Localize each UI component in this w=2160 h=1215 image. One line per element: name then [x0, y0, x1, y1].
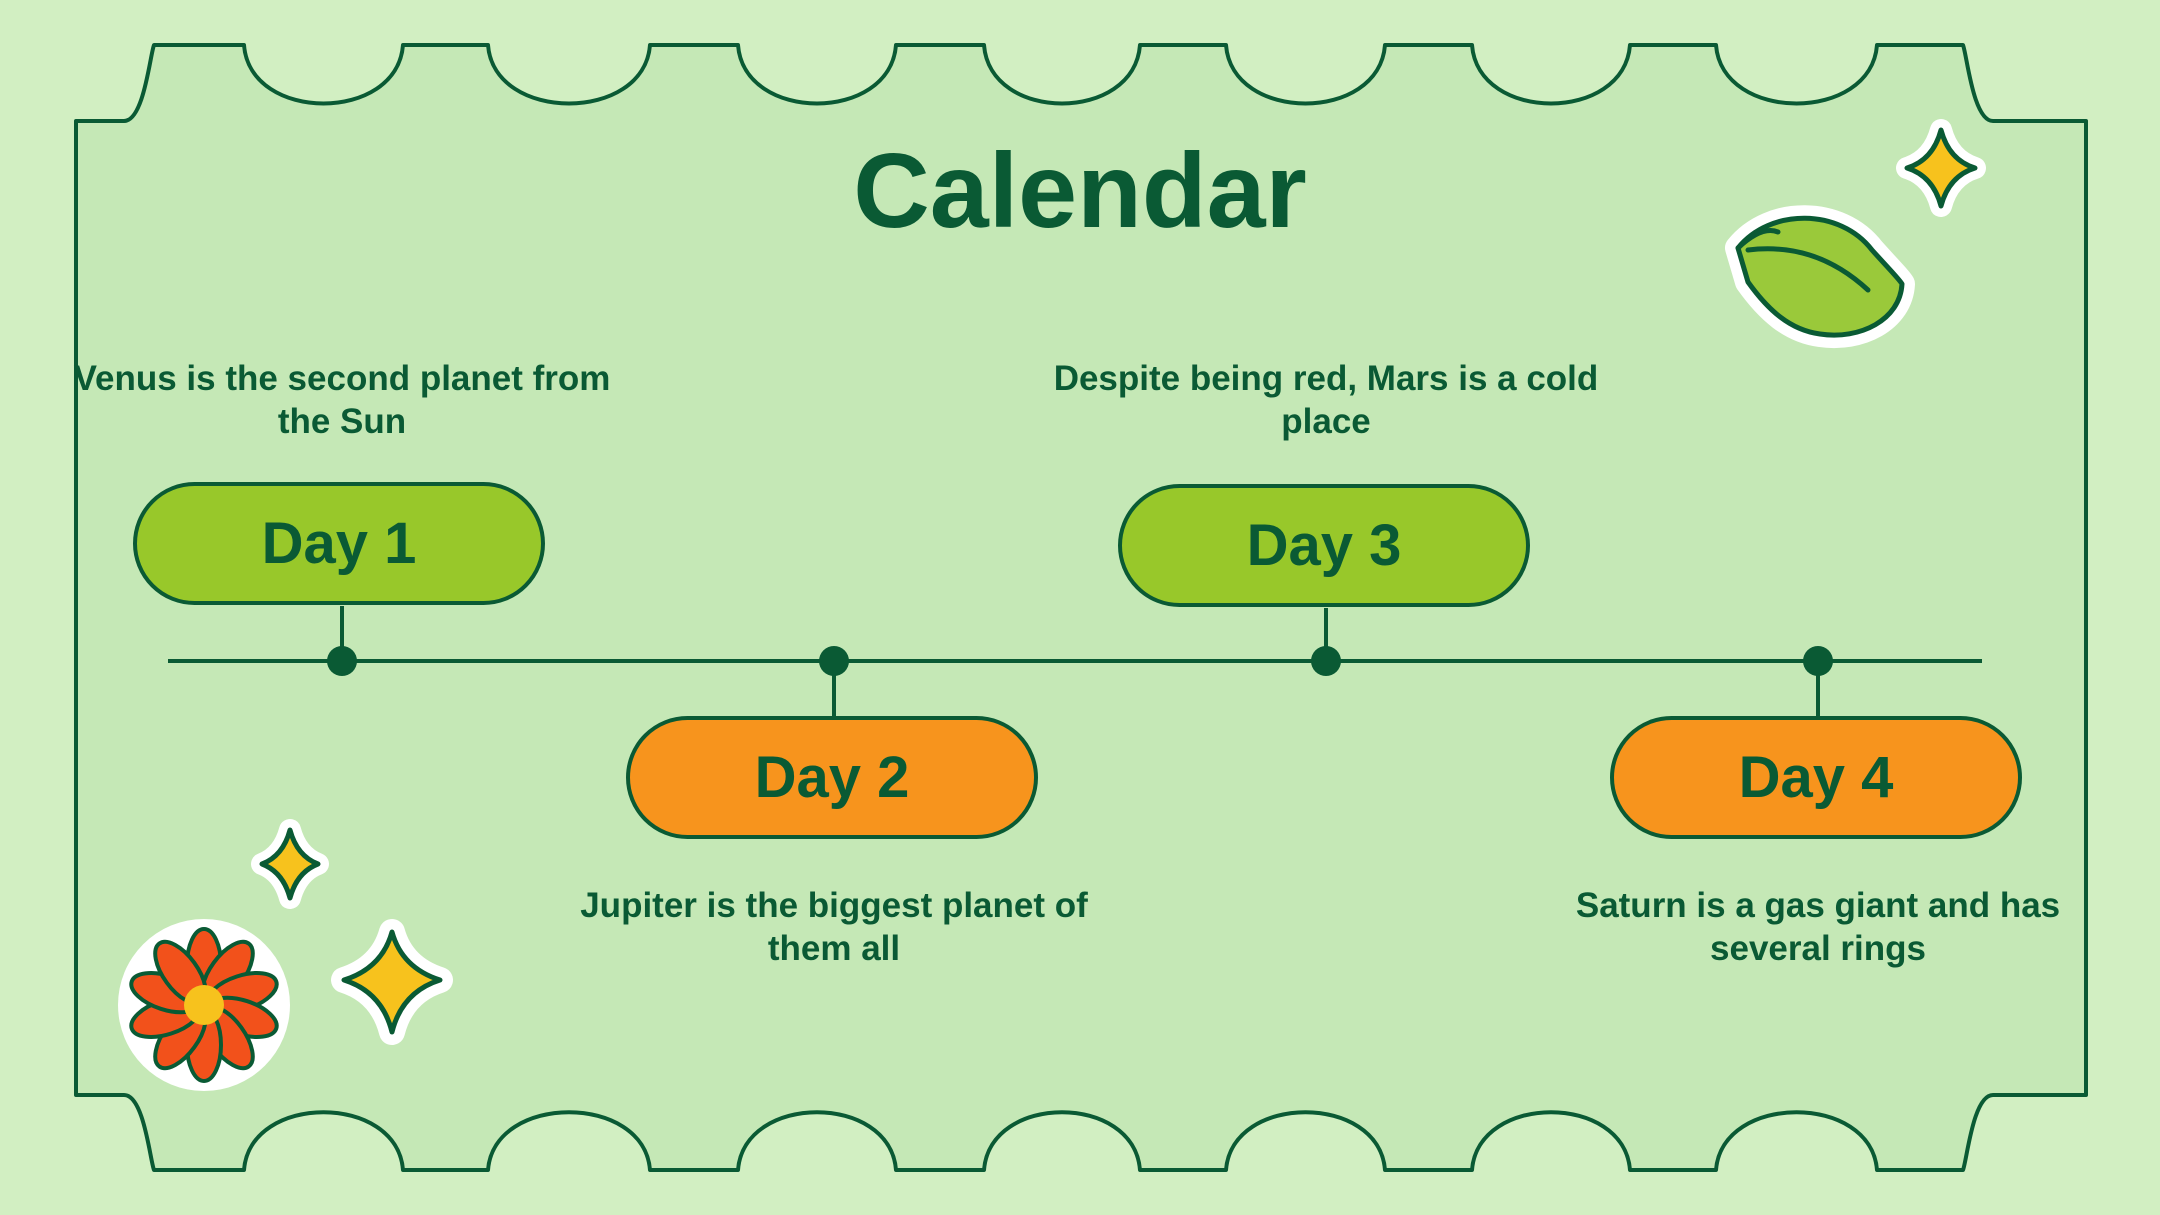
page-title: Calendar [853, 132, 1307, 250]
day-1-description: Venus is the second planet from the Sun [73, 359, 611, 441]
timeline-dot-day-3 [1311, 646, 1341, 676]
flower-center [184, 985, 224, 1025]
day-2-pill: Day 2 [626, 716, 1038, 839]
day-3-description: Despite being red, Mars is a cold place [1053, 359, 1599, 441]
day-4-description: Saturn is a gas giant and has several ri… [1575, 886, 2061, 968]
flower-sticker-icon [118, 919, 290, 1091]
timeline-dot-day-4 [1803, 646, 1833, 676]
timeline-dot-day-1 [327, 646, 357, 676]
day-1-pill: Day 1 [133, 482, 545, 605]
day-4-pill: Day 4 [1610, 716, 2022, 839]
sparkle-star-icon [1896, 119, 1986, 217]
day-2-description: Jupiter is the biggest planet of them al… [580, 886, 1088, 968]
sparkle-star-icon [331, 919, 453, 1045]
sparkle-star-icon [251, 819, 329, 909]
timeline-dot-day-2 [819, 646, 849, 676]
day-3-pill: Day 3 [1118, 484, 1530, 607]
leaf-sticker-icon [1725, 205, 1915, 348]
